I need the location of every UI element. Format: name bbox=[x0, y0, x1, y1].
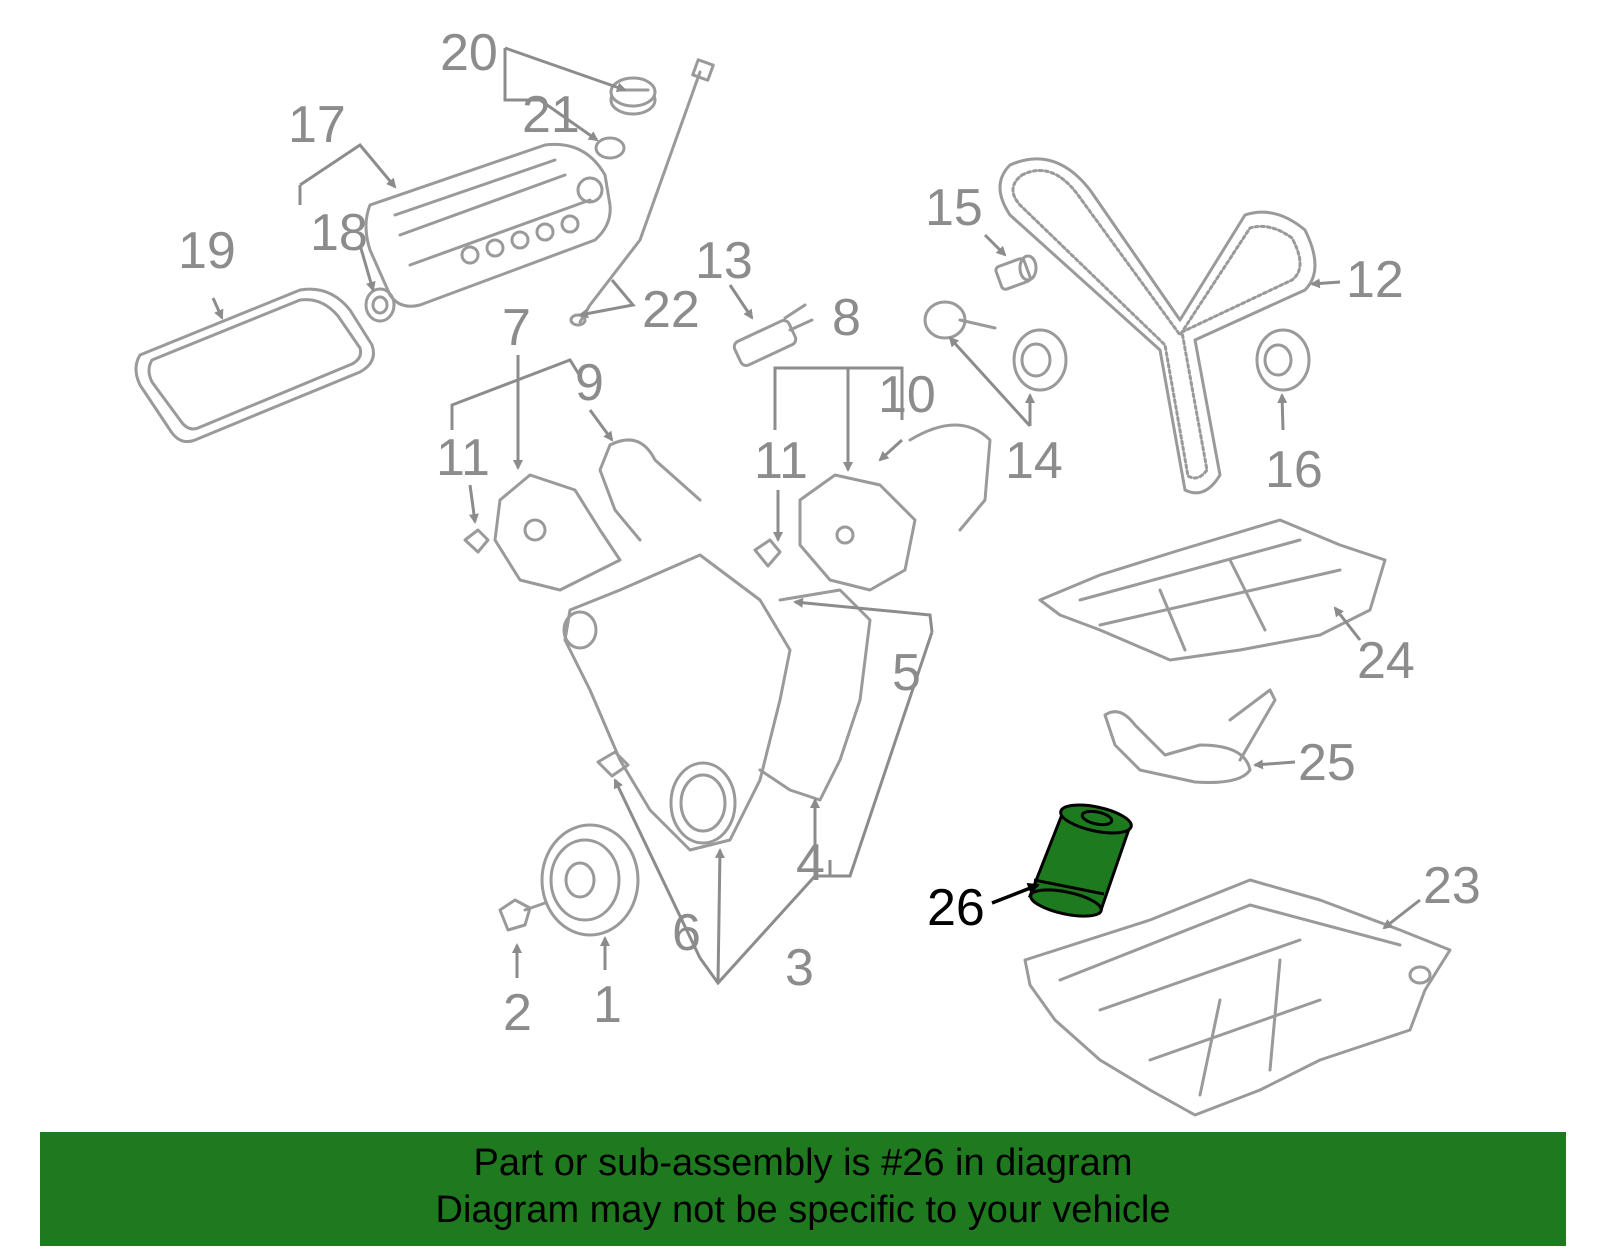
label-18: 18 bbox=[310, 204, 368, 262]
label-12: 12 bbox=[1346, 251, 1404, 309]
part-17-valve-cover bbox=[364, 142, 612, 308]
label-25: 25 bbox=[1298, 734, 1356, 792]
part-24-baffle-plate bbox=[1038, 518, 1387, 662]
part-26-oil-filter bbox=[1027, 803, 1133, 918]
part-11-bolt-right bbox=[753, 538, 782, 568]
part-4-gasket bbox=[758, 588, 872, 802]
label-7: 7 bbox=[502, 299, 531, 357]
part-9-gasket bbox=[598, 438, 702, 542]
part-5-front-cover bbox=[562, 553, 792, 852]
part-2-crank-bolt bbox=[498, 898, 547, 932]
label-24: 24 bbox=[1357, 632, 1415, 690]
part-10-upper-cover bbox=[798, 473, 917, 592]
label-17: 17 bbox=[288, 96, 346, 154]
leader-lines bbox=[211, 46, 1421, 986]
label-4: 4 bbox=[796, 834, 825, 892]
label-16: 16 bbox=[1265, 441, 1323, 499]
part-19-valve-cover-gasket bbox=[134, 287, 375, 444]
part-25-oil-pickup bbox=[1103, 688, 1277, 784]
part-13-sensor bbox=[732, 303, 814, 367]
label-9: 9 bbox=[575, 354, 604, 412]
label-13: 13 bbox=[695, 232, 753, 290]
label-3: 3 bbox=[785, 939, 814, 997]
part-20-oil-cap bbox=[609, 76, 657, 116]
part-1-crank-pulley bbox=[540, 823, 640, 937]
banner-line-2: Diagram may not be specific to your vehi… bbox=[435, 1189, 1171, 1231]
part-10-gasket bbox=[908, 423, 992, 532]
part-6-stud bbox=[596, 750, 630, 778]
part-12-timing-belt bbox=[998, 157, 1317, 495]
info-banner: Part or sub-assembly is #26 in diagram D… bbox=[40, 1132, 1566, 1246]
label-11-left: 11 bbox=[436, 429, 490, 487]
part-7-upper-cover bbox=[493, 473, 622, 592]
label-15: 15 bbox=[925, 179, 983, 237]
part-15-bushing bbox=[994, 254, 1038, 291]
part-14-tensioner bbox=[923, 300, 1068, 392]
label-8: 8 bbox=[832, 289, 861, 347]
part-18-seal bbox=[364, 287, 396, 323]
label-23: 23 bbox=[1423, 857, 1481, 915]
label-26: 26 bbox=[927, 879, 985, 937]
label-2: 2 bbox=[503, 984, 532, 1042]
label-11-right: 11 bbox=[754, 432, 808, 490]
label-6: 6 bbox=[672, 904, 701, 962]
banner-line-1: Part or sub-assembly is #26 in diagram bbox=[473, 1142, 1133, 1184]
part-21-o-ring bbox=[594, 136, 626, 160]
label-1: 1 bbox=[593, 976, 622, 1034]
label-22: 22 bbox=[642, 281, 700, 339]
label-21: 21 bbox=[522, 86, 580, 144]
label-5: 5 bbox=[892, 644, 921, 702]
part-16-idler-pulley bbox=[1255, 328, 1311, 392]
label-14: 14 bbox=[1005, 432, 1063, 490]
label-20: 20 bbox=[440, 24, 498, 82]
label-10: 10 bbox=[878, 366, 936, 424]
part-23-oil-pan bbox=[1023, 878, 1452, 1117]
label-19: 19 bbox=[178, 222, 236, 280]
part-11-bolt-left bbox=[463, 528, 490, 554]
